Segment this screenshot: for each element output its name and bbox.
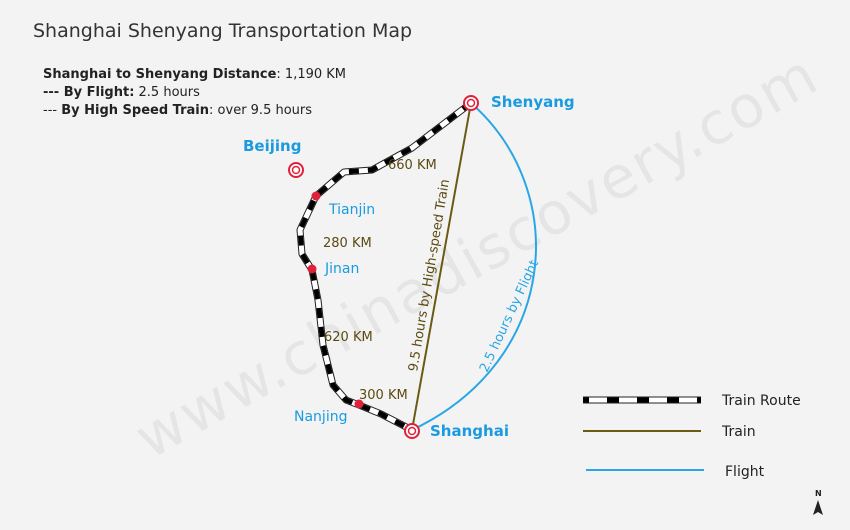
- info-flight: --- By Flight: 2.5 hours: [43, 85, 200, 100]
- distance-label-tianjin-jinan: 280 KM: [323, 236, 372, 251]
- legend-flight-label: Flight: [725, 464, 765, 480]
- shanghai-marker: [404, 423, 420, 439]
- shenyang-marker: [463, 95, 479, 111]
- city-label-tianjin: Tianjin: [328, 202, 375, 218]
- city-label-nanjing: Nanjing: [294, 409, 347, 425]
- nanjing-marker: [354, 399, 364, 409]
- distance-label-nanjing-shanghai: 300 KM: [359, 388, 408, 403]
- info-distance: Shanghai to Shenyang Distance: 1,190 KM: [43, 67, 346, 82]
- high-speed-train-route: [411, 102, 472, 431]
- north-arrow-icon: N: [813, 489, 823, 515]
- city-label-beijing: Beijing: [243, 137, 301, 155]
- info-block: Shanghai to Shenyang Distance: 1,190 KM …: [43, 67, 346, 118]
- beijing-marker: [288, 162, 304, 178]
- city-label-shanghai: Shanghai: [430, 422, 509, 440]
- legend: Train Route Train Flight: [583, 393, 801, 480]
- tianjin-marker: [311, 191, 321, 201]
- legend-train-route-label: Train Route: [721, 393, 801, 409]
- legend-train-label: Train: [721, 424, 756, 440]
- city-label-jinan: Jinan: [324, 261, 359, 277]
- jinan-marker: [307, 264, 317, 274]
- page-title: Shanghai Shenyang Transportation Map: [33, 20, 412, 42]
- flight-route: [411, 102, 537, 431]
- distance-label-shenyang-tianjin: 660 KM: [388, 158, 437, 173]
- info-train: --- By High Speed Train: over 9.5 hours: [43, 103, 312, 118]
- city-label-shenyang: Shenyang: [491, 93, 575, 111]
- distance-label-jinan-nanjing: 620 KM: [324, 330, 373, 345]
- svg-text:N: N: [815, 489, 822, 498]
